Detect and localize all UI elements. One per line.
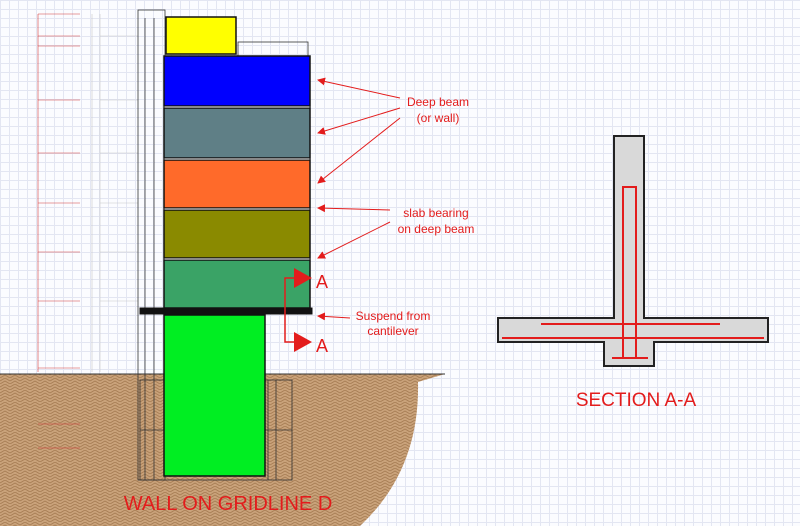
label-deep-beam-1: Deep beam: [407, 95, 469, 109]
section-cut-markers: [284, 268, 312, 352]
label-slab-bearing-1: slab bearing: [403, 206, 468, 220]
level-blocks: [163, 16, 311, 309]
section-title: SECTION A-A: [576, 390, 697, 411]
section-reinforcement: [502, 186, 764, 359]
deep-beam-level-orange: [163, 159, 311, 209]
section-marker-top: A: [316, 272, 328, 292]
deep-beam-level-teal: [163, 259, 311, 309]
level-markers: [37, 13, 138, 449]
section-downstand: [603, 341, 655, 367]
label-slab-bearing-2: on deep beam: [398, 222, 475, 236]
label-suspend-2: cantilever: [367, 324, 418, 338]
elevation-title: WALL ON GRIDLINE D: [124, 493, 333, 515]
label-suspend-1: Suspend from: [356, 309, 431, 323]
leader-arrows: [317, 77, 401, 321]
deep-beam-level-olive: [163, 209, 311, 259]
deep-beam-level-slate: [163, 107, 311, 159]
label-deep-beam-2: (or wall): [417, 111, 460, 125]
section-wall-stem: [613, 135, 645, 319]
lower-wall-green: [163, 314, 266, 477]
slab-strips: [139, 105, 313, 315]
deep-beam-level-blue: [163, 55, 311, 107]
section-marker-bottom: A: [316, 336, 328, 356]
level-top-block: [165, 16, 237, 55]
section-a-a-drawing: [497, 135, 769, 367]
